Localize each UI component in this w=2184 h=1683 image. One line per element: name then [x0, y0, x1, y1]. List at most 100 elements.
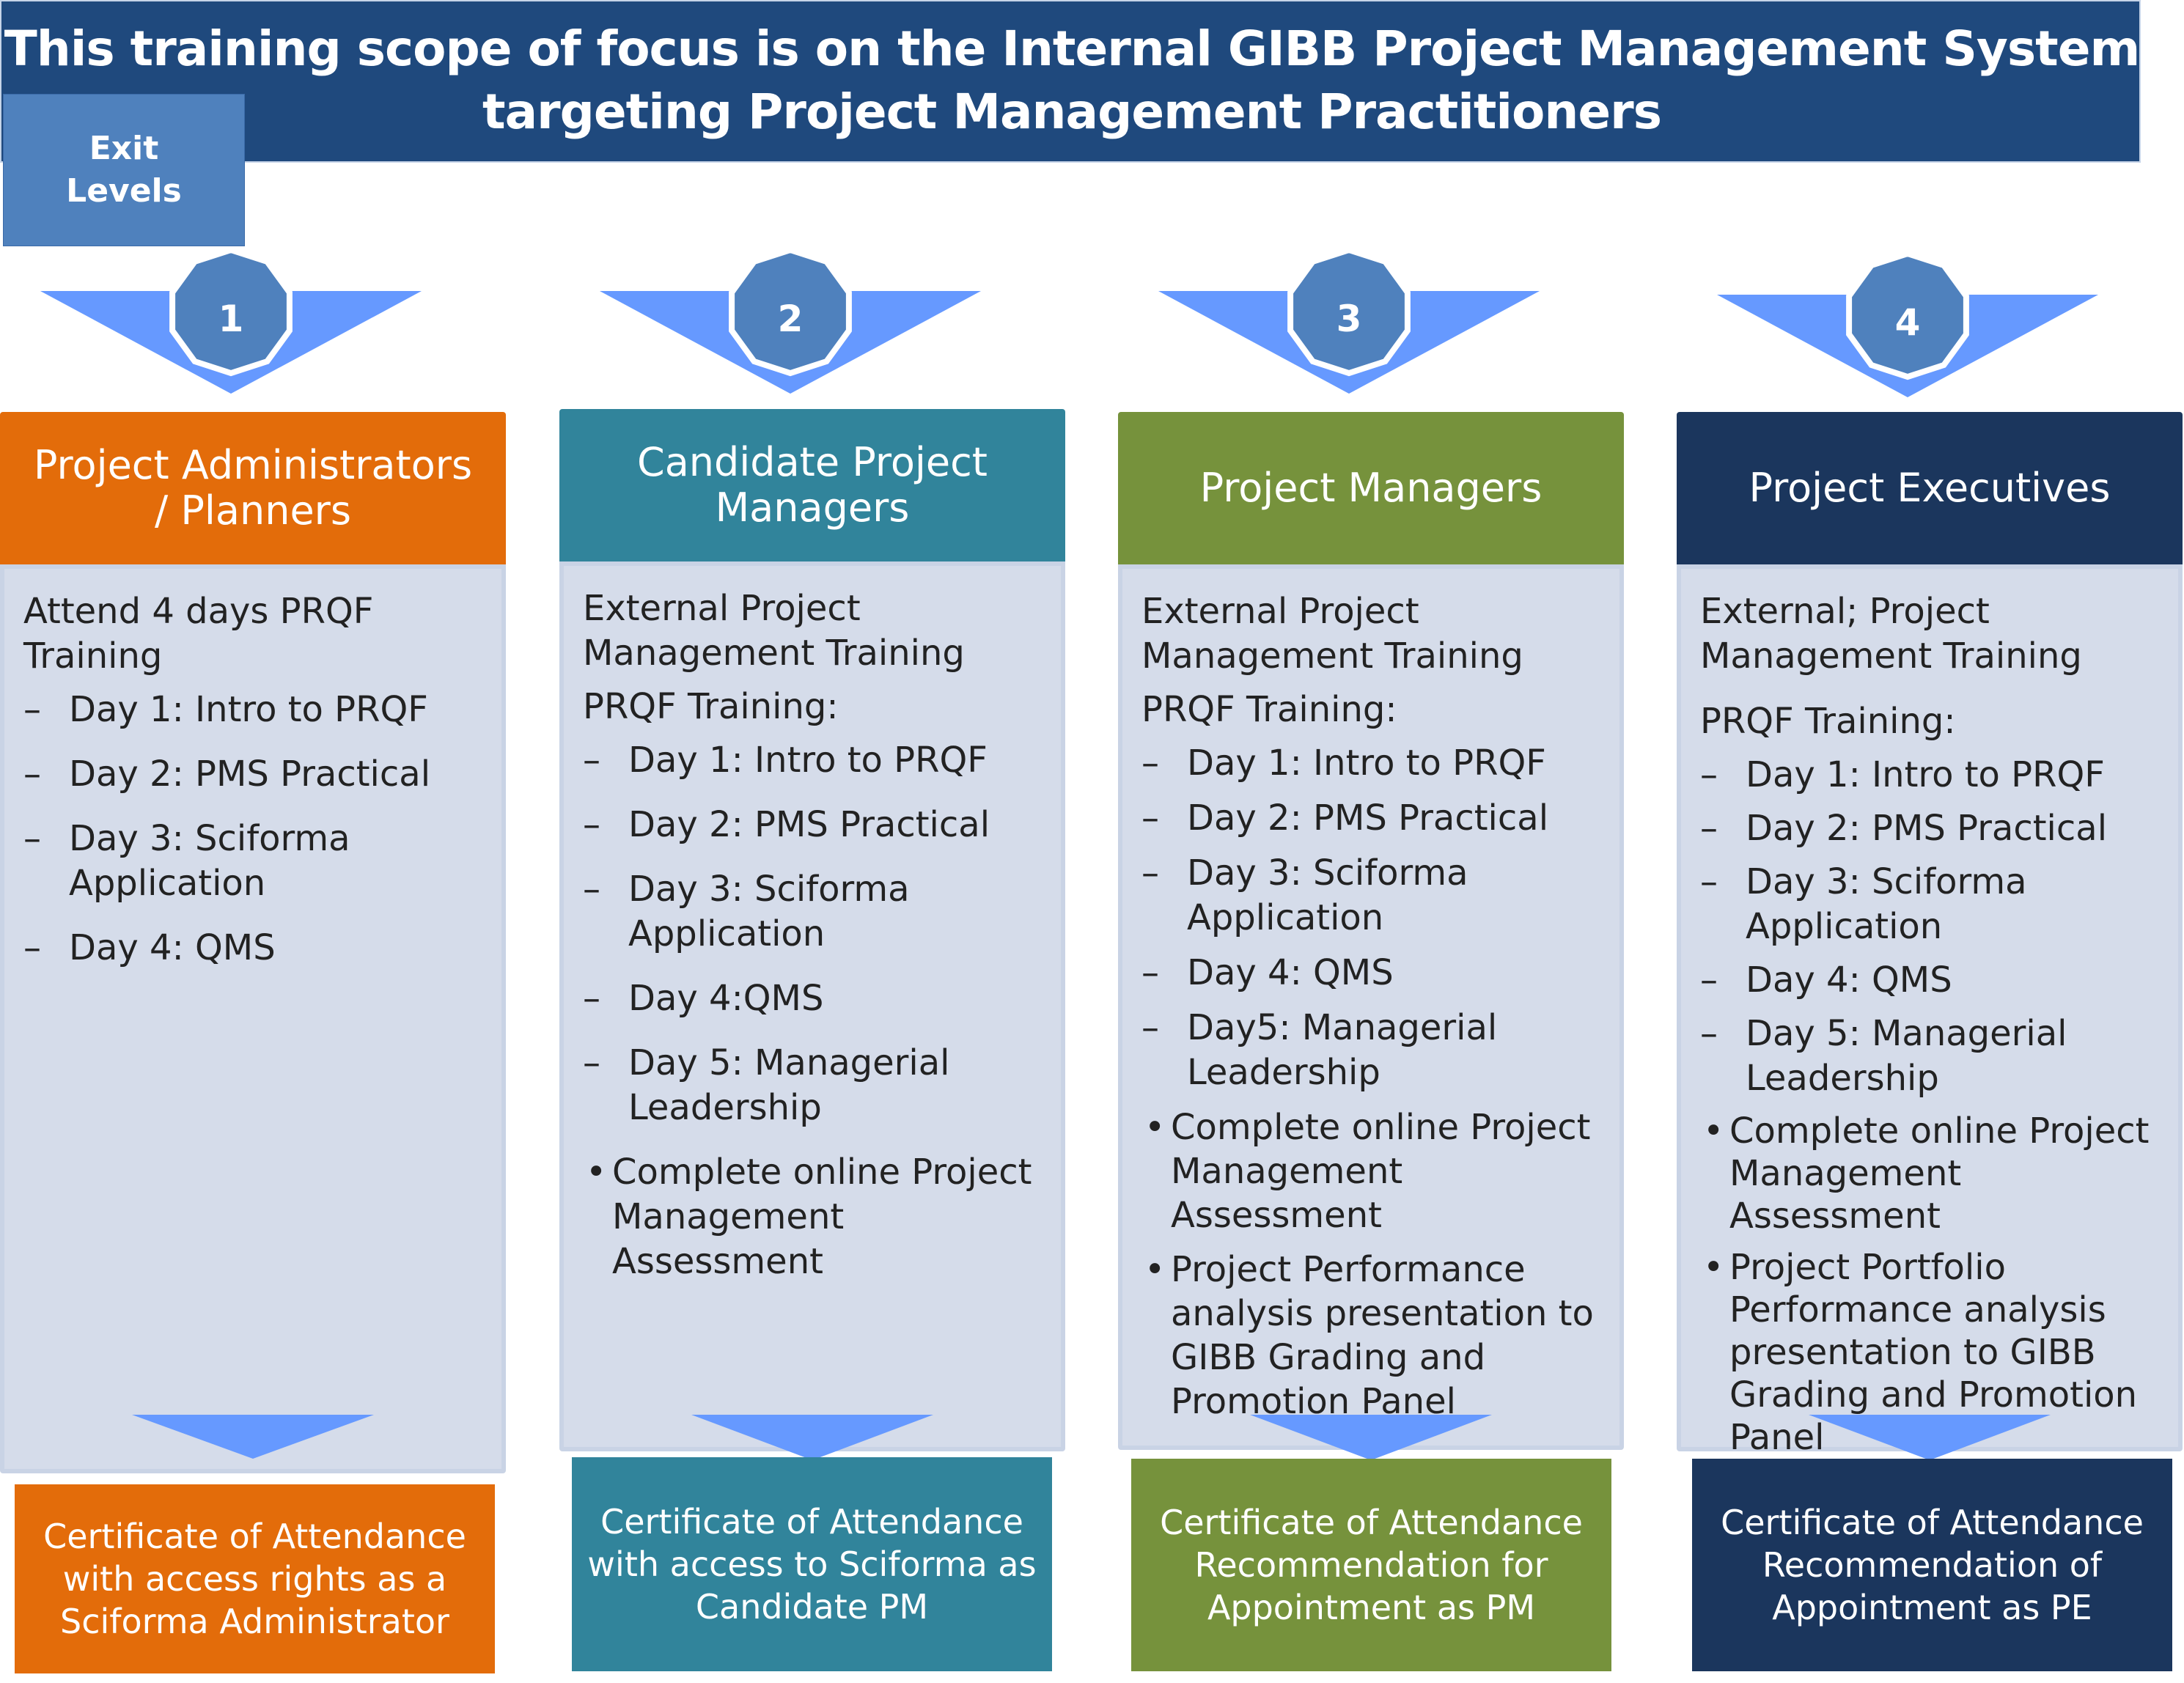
- training-day-label: Day 5: Managerial Leadership: [628, 1042, 950, 1128]
- dash-icon: –: [1700, 754, 1718, 795]
- dash-icon: –: [23, 927, 41, 968]
- bullet-icon: •: [1703, 1247, 1724, 1288]
- requirement-intro: External Project Management Training: [1141, 591, 1523, 677]
- dash-icon: –: [23, 754, 41, 795]
- training-day-item: –Day 1: Intro to PRQF: [583, 738, 1052, 783]
- training-day-label: Day 5: Managerial Leadership: [1746, 1013, 2067, 1099]
- requirement-bullet: •Complete online Project Management Asse…: [1141, 1105, 1611, 1237]
- dash-icon: –: [1700, 861, 1718, 902]
- title-banner: This training scope of focus is on the I…: [0, 0, 2141, 163]
- exit-certificate: Certificate of Attendance Recommendation…: [1692, 1459, 2172, 1671]
- dash-icon: –: [1141, 743, 1159, 784]
- training-day-item: –Day5: Managerial Leadership: [1141, 1006, 1611, 1095]
- dash-icon: –: [23, 818, 41, 859]
- requirement-bullet-label: Project Performance analysis presentatio…: [1171, 1249, 1594, 1422]
- bullet-icon: •: [1144, 1107, 1166, 1148]
- banner-title: This training scope of focus is on the I…: [1, 18, 2142, 144]
- training-day-label: Day 3: Sciforma Application: [1746, 861, 2027, 947]
- training-day-item: –Day 5: Managerial Leadership: [583, 1041, 1052, 1130]
- decagon-badge-icon: [169, 253, 293, 377]
- certificate-label: Certificate of Attendance Recommendation…: [1160, 1503, 1583, 1627]
- training-day-label: Day 4: QMS: [69, 927, 276, 968]
- dash-icon: –: [583, 1042, 600, 1083]
- training-day-item: –Day 3: Sciforma Application: [1141, 851, 1611, 940]
- exit-certificate: Certificate of Attendance with access to…: [572, 1457, 1052, 1671]
- level-badge: 4: [1717, 257, 2098, 397]
- training-day-label: Day 1: Intro to PRQF: [628, 740, 988, 781]
- dash-icon: –: [583, 740, 600, 781]
- down-arrow-icon: [1250, 1415, 1492, 1460]
- arrow-shape: [1809, 1415, 2051, 1460]
- level-title: Project Administrators / Planners: [33, 442, 473, 534]
- requirement-bullet-label: Complete online Project Management Asses…: [1171, 1107, 1591, 1236]
- training-day-item: –Day 2: PMS Practical: [583, 803, 1052, 847]
- decagon-badge-icon: [729, 253, 852, 377]
- dash-icon: –: [583, 978, 600, 1019]
- training-day-label: Day 2: PMS Practical: [1187, 798, 1549, 839]
- requirement-bullet-label: Complete online Project Management Asses…: [1729, 1111, 2150, 1237]
- level-title: Candidate Project Managers: [637, 439, 988, 531]
- level-badge-graphic: [40, 253, 422, 394]
- dash-icon: –: [1141, 1007, 1159, 1048]
- dash-icon: –: [583, 804, 600, 845]
- level-header: Candidate Project Managers: [559, 409, 1065, 561]
- down-arrow-icon: [691, 1415, 933, 1460]
- level-requirements-panel: Attend 4 days PRQF Training–Day 1: Intro…: [0, 564, 506, 1473]
- bullet-icon: •: [1703, 1111, 1724, 1152]
- training-day-item: –Day 2: PMS Practical: [1141, 796, 1611, 841]
- dash-icon: –: [1141, 852, 1159, 894]
- dash-icon: –: [1700, 960, 1718, 1001]
- level-header: Project Executives: [1677, 412, 2183, 564]
- banner-title-line-1: This training scope of focus is on the I…: [4, 21, 2141, 77]
- level-title: Project Executives: [1749, 465, 2111, 511]
- dash-icon: –: [1141, 952, 1159, 993]
- down-arrow-icon: [132, 1415, 374, 1459]
- level-header: Project Managers: [1118, 412, 1624, 564]
- exit-levels-label: Exit Levels: [66, 130, 182, 210]
- level-number: 4: [1894, 301, 1921, 344]
- requirement-intro: PRQF Training:: [583, 686, 839, 727]
- level-badge: 3: [1158, 253, 1540, 394]
- certificate-label: Certificate of Attendance with access to…: [587, 1502, 1037, 1627]
- requirement-bullet: •Project Performance analysis presentati…: [1141, 1248, 1611, 1424]
- exit-levels-box: Exit Levels: [3, 94, 245, 246]
- training-day-item: –Day 3: Sciforma Application: [583, 867, 1052, 957]
- bullet-icon: •: [586, 1152, 607, 1193]
- requirements-list: Attend 4 days PRQF Training–Day 1: Intro…: [23, 589, 493, 990]
- training-day-item: –Day 3: Sciforma Application: [1700, 860, 2169, 949]
- decagon-badge-icon: [1287, 253, 1411, 377]
- certificate-label: Certificate of Attendance with access ri…: [43, 1517, 466, 1641]
- training-day-label: Day 1: Intro to PRQF: [1746, 754, 2105, 795]
- level-badge-graphic: [1158, 253, 1540, 394]
- arrow-shape: [132, 1415, 374, 1459]
- training-day-label: Day 2: PMS Practical: [69, 754, 431, 795]
- training-day-label: Day 1: Intro to PRQF: [69, 689, 428, 730]
- training-day-item: –Day 4: QMS: [1141, 951, 1611, 995]
- training-day-item: –Day 1: Intro to PRQF: [1700, 753, 2169, 798]
- requirement-bullet: •Complete online Project Management Asse…: [583, 1150, 1052, 1284]
- banner-title-line-2: targeting Project Management Practitione…: [482, 84, 1662, 140]
- dash-icon: –: [1700, 808, 1718, 849]
- requirement-intro: Attend 4 days PRQF Training: [23, 591, 374, 677]
- dash-icon: –: [23, 689, 41, 730]
- training-day-item: –Day 4: QMS: [23, 926, 493, 971]
- level-header: Project Administrators / Planners: [0, 412, 506, 564]
- requirement-bullet: •Complete online Project Management Asse…: [1700, 1110, 2169, 1237]
- training-day-label: Day 1: Intro to PRQF: [1187, 743, 1546, 784]
- training-day-item: –Day 2: PMS Practical: [23, 752, 493, 797]
- training-day-item: –Day 4: QMS: [1700, 958, 2169, 1003]
- training-day-item: –Day 4:QMS: [583, 976, 1052, 1021]
- requirement-bullet-label: Project Portfolio Performance analysis p…: [1729, 1247, 2138, 1458]
- dash-icon: –: [583, 869, 600, 910]
- training-day-label: Day 2: PMS Practical: [628, 804, 990, 845]
- training-day-item: –Day 1: Intro to PRQF: [1141, 741, 1611, 786]
